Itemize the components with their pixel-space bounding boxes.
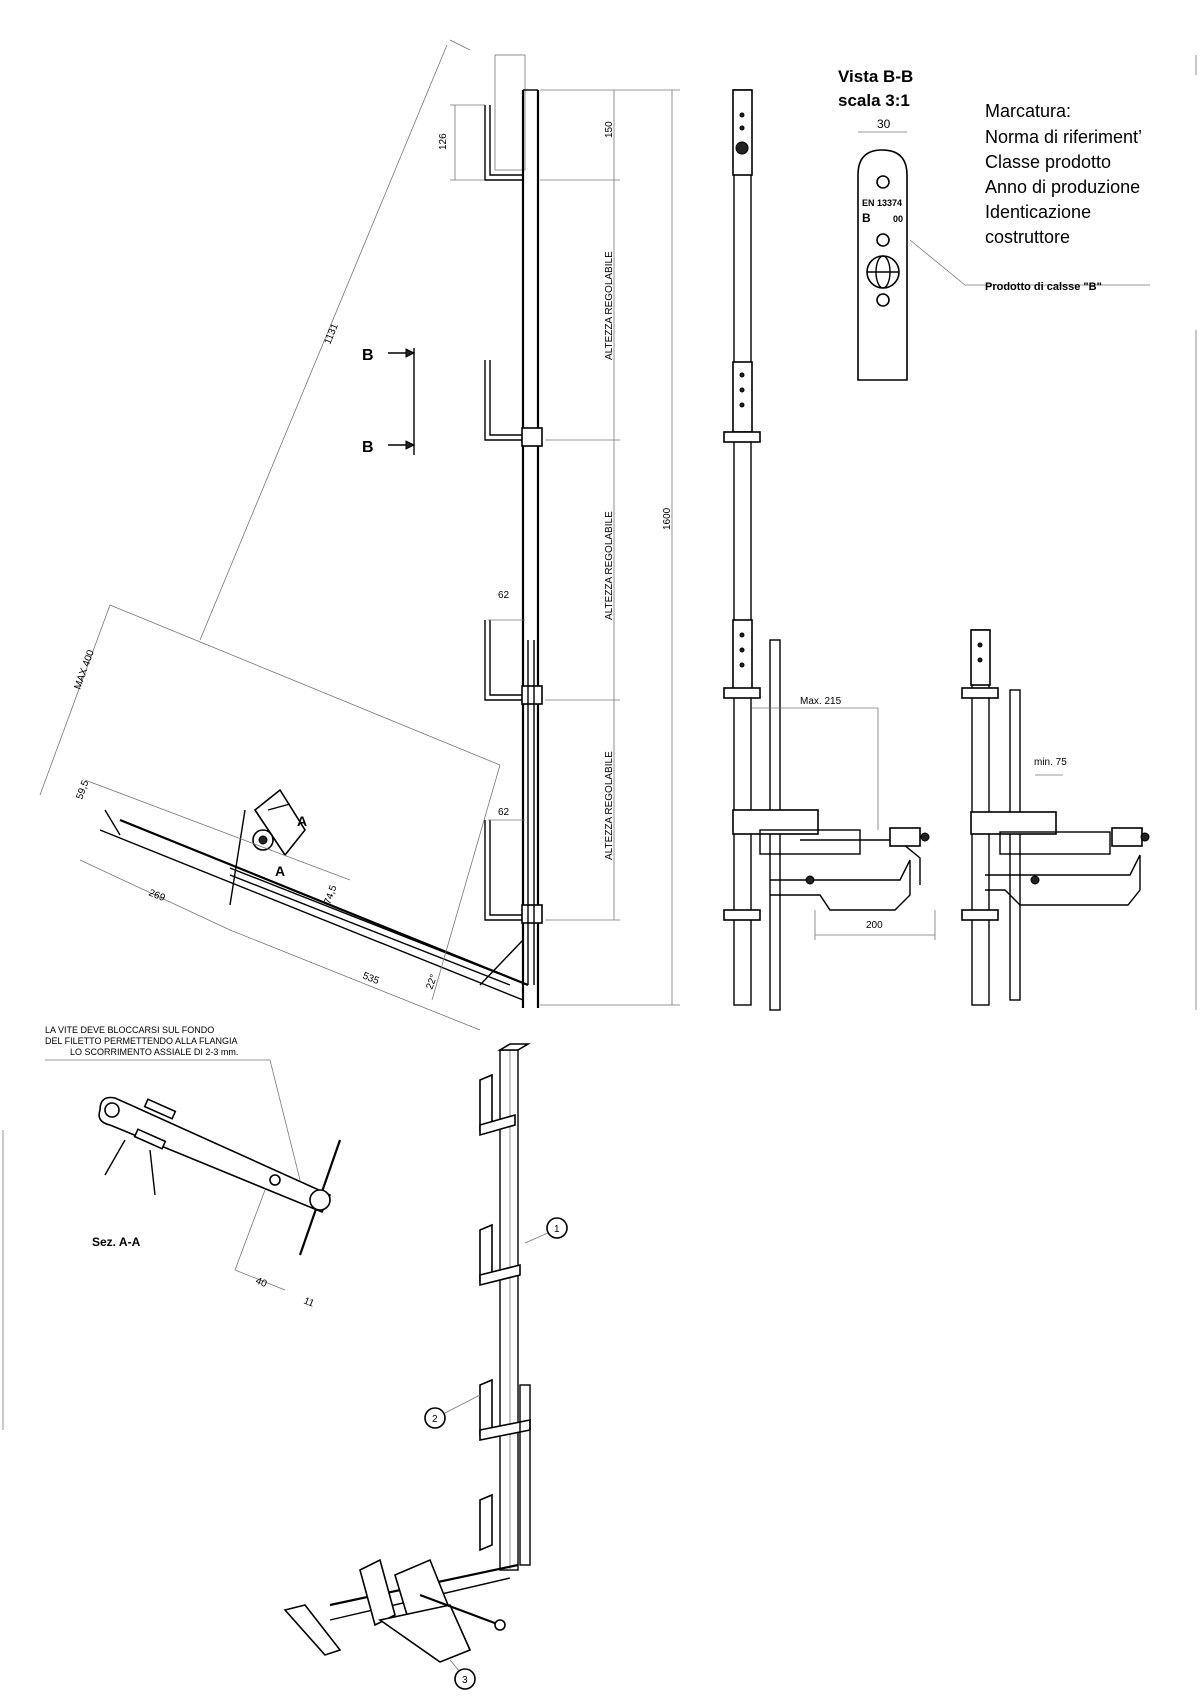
- callout-1: [546, 1217, 568, 1239]
- dim-min-75: min. 75: [1034, 757, 1067, 768]
- marking-heading: Marcatura:: [985, 101, 1071, 121]
- callout-2-label: 2: [432, 1414, 438, 1425]
- front-post: [733, 89, 752, 1006]
- section-aa-label: Sez. A-A: [92, 1235, 141, 1249]
- note-line-3: LO SCORRIMENTO ASSIALE DI 2-3 mm.: [70, 1047, 238, 1057]
- dim-200: 200: [866, 920, 883, 931]
- stamp-norm: EN 13374: [862, 198, 902, 208]
- section-b-marker: B B: [362, 347, 416, 456]
- marking-line-3: Anno di produzione: [985, 177, 1140, 197]
- dim-11: 11: [302, 1296, 316, 1310]
- dim-bracket-width-2: 62: [498, 807, 510, 818]
- section-b-label-bottom: B: [362, 439, 374, 456]
- dim-74-5: 74,5: [322, 884, 339, 906]
- view-bb: Vista B-B scala 3:1 30 EN 13374 B 00: [838, 67, 1150, 381]
- stamp-year: 00: [893, 214, 903, 224]
- stamp-class: B: [862, 211, 871, 225]
- dim-535: 535: [361, 971, 381, 988]
- marking-line-5: costruttore: [985, 227, 1070, 247]
- detail-view: min. 75: [961, 629, 1150, 1006]
- section-a-label-bottom: A: [275, 863, 285, 879]
- marking-line-4: Identicazione: [985, 202, 1091, 222]
- callout-3: [454, 1668, 476, 1690]
- dim-adjustable-2: ALTEZZA REGOLABILE: [604, 511, 615, 620]
- dim-angle: 22°: [424, 973, 440, 991]
- marking-line-2: Classe prodotto: [985, 152, 1111, 172]
- wall-top: [494, 54, 526, 171]
- note-line-2: DEL FILETTO PERMETTENDO ALLA FLANGIA: [45, 1036, 238, 1046]
- dim-total-height: 1600: [662, 507, 673, 530]
- dim-59-5: 59,5: [74, 779, 91, 801]
- front-view: Max. 215 200: [723, 89, 936, 1011]
- isometric-view: 1 2 3: [283, 1043, 568, 1690]
- dim-269: 269: [147, 888, 167, 905]
- section-aa: LA VITE DEVE BLOCCARSI SUL FONDO DEL FIL…: [45, 1025, 342, 1310]
- dim-max-400: MAX 400: [72, 648, 97, 691]
- dim-adjustable-3: ALTEZZA REGOLABILE: [604, 751, 615, 860]
- marking-line-1: Norma di riferiment’: [985, 127, 1142, 147]
- dim-top-bracket: 126: [438, 133, 449, 150]
- view-bb-scale: scala 3:1: [838, 91, 910, 110]
- view-bb-title: Vista B-B: [838, 67, 913, 86]
- arm-tube: [119, 818, 529, 987]
- section-b-label-top: B: [362, 347, 374, 364]
- view-bb-width: 30: [877, 117, 891, 131]
- note-line-1: LA VITE DEVE BLOCCARSI SUL FONDO: [45, 1025, 214, 1035]
- dim-adjustable-1: ALTEZZA REGOLABILE: [604, 251, 615, 360]
- callout-3-label: 3: [462, 1675, 468, 1686]
- bracket-3: [484, 620, 523, 701]
- dim-diagonal: 1131: [323, 322, 341, 346]
- callout-2: [424, 1407, 446, 1429]
- section-arm: [98, 1096, 332, 1214]
- section-a-label-top: A: [297, 813, 307, 829]
- callout-1-label: 1: [554, 1224, 560, 1235]
- side-view: 150 126 1131 1600 ALTEZZA REGOLABILE ALT…: [39, 39, 680, 1031]
- clamp-plate: [253, 788, 306, 857]
- bracket-2: [484, 360, 523, 441]
- dim-40: 40: [254, 1276, 269, 1291]
- dim-bracket-width-1: 62: [498, 590, 510, 601]
- bracket-4: [484, 820, 523, 921]
- marking-callout: Prodotto di calsse "B": [985, 281, 1102, 293]
- dim-max-215: Max. 215: [800, 696, 842, 707]
- dim-top-height: 150: [604, 121, 615, 138]
- marking-notes: Marcatura: Norma di riferiment’ Classe p…: [985, 101, 1142, 293]
